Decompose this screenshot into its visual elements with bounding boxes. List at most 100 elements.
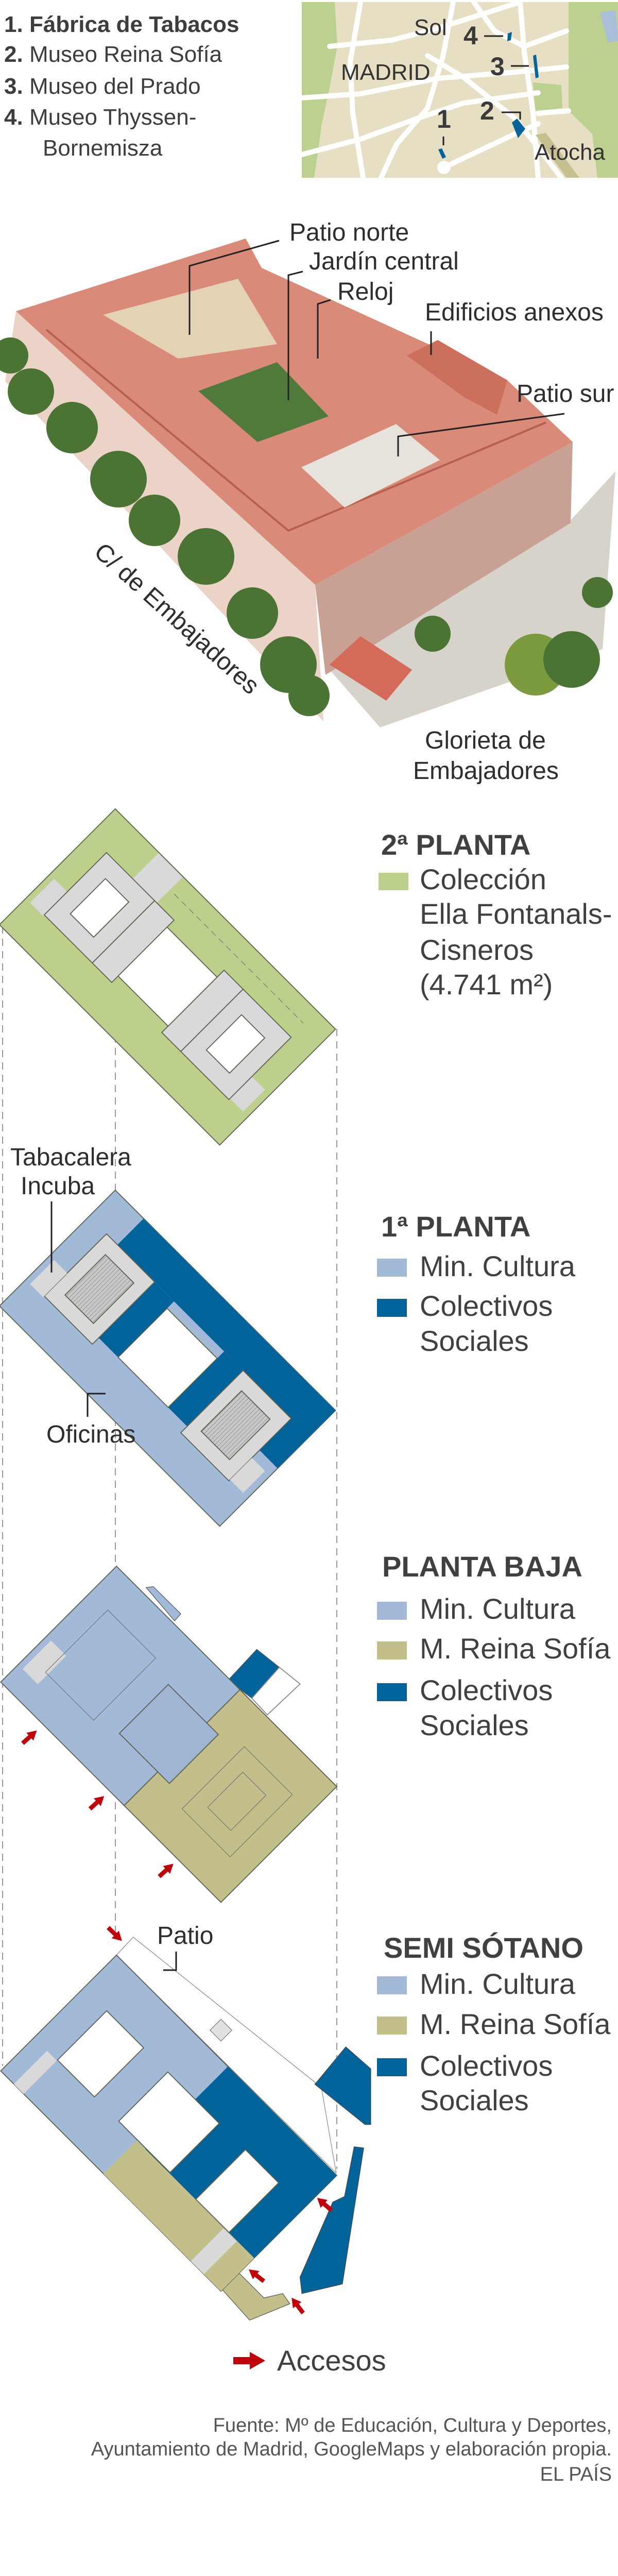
map-marker-4: 4 bbox=[464, 21, 478, 50]
floor-title-semisotano: SEMI SÓTANO bbox=[384, 1931, 583, 1964]
map-label-madrid: MADRID bbox=[341, 60, 431, 85]
locator-map: Sol MADRID Atocha 4 3 2 1 bbox=[299, 0, 618, 180]
access-arrow-icon bbox=[86, 1792, 108, 1813]
legend-min-cultura: Min. Cultura bbox=[420, 1592, 576, 1625]
annex-roofs bbox=[407, 340, 507, 415]
map-marker-2: 2 bbox=[480, 96, 494, 125]
swatch-colectivos bbox=[377, 2058, 407, 2076]
access-arrow-icon bbox=[233, 2352, 265, 2369]
label-patio-norte: Patio norte bbox=[289, 219, 409, 246]
floor-plan-segunda bbox=[0, 808, 336, 1146]
floor-plan-baja bbox=[0, 1565, 338, 1903]
legend-item-4: 4. Museo Thyssen- bbox=[4, 105, 196, 130]
footer-source-line2: Ayuntamiento de Madrid, GoogleMaps y ela… bbox=[91, 2438, 612, 2460]
leader-patio-sur bbox=[397, 413, 565, 456]
access-arrow-icon bbox=[156, 1859, 177, 1880]
footer-source-line1: Fuente: Mº de Educación, Cultura y Depor… bbox=[213, 2415, 612, 2436]
leader-jardin-central bbox=[287, 270, 303, 400]
legend-min-cultura: Min. Cultura bbox=[420, 1250, 576, 1282]
legend-colectivos-line2: Sociales bbox=[420, 1709, 529, 1741]
legend-colectivos: Colectivos bbox=[420, 1674, 553, 1706]
floor-title-baja: PLANTA BAJA bbox=[382, 1550, 582, 1583]
map-label-sol: Sol bbox=[414, 15, 447, 40]
legend-colectivos: Colectivos bbox=[420, 2049, 553, 2082]
legend-reina-sofia: M. Reina Sofía bbox=[420, 2008, 611, 2040]
accesos-legend: Accesos bbox=[233, 2344, 386, 2377]
museum-legend: 1. Fábrica de Tabacos 2. Museo Reina Sof… bbox=[4, 12, 239, 161]
legend-primera: 1ª PLANTA Min. Cultura Colectivos Social… bbox=[10, 1144, 576, 1448]
baja-annex-empty bbox=[251, 1666, 301, 1716]
legend-colectivos-line2: Sociales bbox=[420, 2084, 529, 2116]
swatch-min-cultura bbox=[377, 1976, 407, 1994]
marker-4-building bbox=[507, 32, 512, 41]
access-arrow-icon bbox=[19, 1726, 41, 1748]
map-park-small bbox=[533, 82, 562, 111]
label-tabacalera: Tabacalera bbox=[10, 1144, 131, 1171]
lower-building bbox=[330, 636, 412, 701]
marker-2-building bbox=[512, 118, 525, 138]
legend-item-2: 2. Museo Reina Sofía bbox=[4, 42, 222, 67]
label-glorieta-1: Glorieta de bbox=[425, 727, 546, 754]
map-pond bbox=[600, 10, 618, 42]
semi-annex-colectivos-1 bbox=[314, 2046, 371, 2125]
marker-2-leader bbox=[502, 111, 521, 120]
legend-item-3: 3. Museo del Prado bbox=[4, 74, 201, 99]
roof-ridge bbox=[45, 329, 546, 532]
map-marker-3: 3 bbox=[490, 52, 505, 81]
floor-title-primera: 1ª PLANTA bbox=[381, 1210, 530, 1243]
label-edificios-anexos: Edificios anexos bbox=[425, 299, 604, 326]
legend-segunda: 2ª PLANTA Colección Ella Fontanals- Cisn… bbox=[379, 828, 612, 1001]
legend-baja: PLANTA BAJA Min. Cultura M. Reina Sofía … bbox=[377, 1550, 611, 1741]
baja-bump bbox=[145, 1586, 181, 1622]
semi-patio-fountain bbox=[209, 2019, 233, 2042]
legend-colectivos: Colectivos bbox=[420, 1290, 553, 1322]
leader-patio bbox=[163, 1952, 177, 1971]
floor-plan-primera bbox=[0, 1189, 336, 1527]
legend-min-cultura: Min. Cultura bbox=[420, 1968, 576, 2000]
label-patio-sur: Patio sur bbox=[517, 380, 614, 408]
swatch-reina-sofia bbox=[377, 1641, 407, 1659]
access-arrow-icon bbox=[287, 2294, 307, 2316]
patio-sur-area bbox=[301, 424, 440, 507]
marker-3-building bbox=[533, 55, 539, 78]
legend-coleccion-area: (4.741 m²) bbox=[420, 968, 553, 1001]
jardin-central-garden bbox=[198, 362, 329, 442]
legend-item-1: 1. Fábrica de Tabacos bbox=[4, 12, 239, 37]
floor-plan-semisotano bbox=[0, 1954, 338, 2292]
floor-baja-drawing bbox=[0, 1565, 338, 1903]
swatch-min-cultura bbox=[377, 1259, 407, 1277]
leader-oficinas bbox=[87, 1393, 106, 1417]
legend-coleccion-line3: Cisneros bbox=[420, 934, 534, 966]
swatch-colectivos bbox=[377, 1683, 407, 1701]
swatch-reina-sofia bbox=[377, 2016, 407, 2035]
legend-item-4-cont: Bornemisza bbox=[43, 135, 163, 161]
legend-coleccion-line2: Ella Fontanals- bbox=[420, 897, 612, 930]
map-station-atocha bbox=[536, 133, 579, 178]
label-oficinas: Oficinas bbox=[46, 1421, 135, 1448]
swatch-min-cultura bbox=[377, 1602, 407, 1620]
legend-reina-sofia: M. Reina Sofía bbox=[420, 1632, 611, 1665]
floor-segunda-drawing bbox=[0, 808, 336, 1146]
facade-southeast bbox=[315, 442, 573, 675]
label-jardin-central: Jardín central bbox=[309, 248, 459, 275]
label-glorieta-2: Embajadores bbox=[413, 757, 559, 785]
swatch-coleccion bbox=[379, 873, 408, 890]
map-marker-1: 1 bbox=[437, 105, 451, 133]
aerial-view: Patio norte Jardín central Reloj Edifici… bbox=[0, 219, 615, 785]
floor-primera-drawing bbox=[0, 1189, 336, 1527]
footer: Fuente: Mº de Educación, Cultura y Depor… bbox=[91, 2415, 612, 2485]
legend-colectivos-line2: Sociales bbox=[420, 1325, 529, 1357]
semi-annex-colectivos-2 bbox=[299, 2146, 364, 2294]
legend-semisotano: SEMI SÓTANO Min. Cultura M. Reina Sofía … bbox=[157, 1922, 611, 2116]
access-arrow-icon bbox=[245, 2265, 267, 2285]
leader-patio-norte bbox=[188, 240, 280, 335]
leader-reloj bbox=[317, 299, 331, 359]
legend-accesos: Accesos bbox=[277, 2344, 386, 2377]
label-reloj: Reloj bbox=[337, 278, 393, 306]
trees bbox=[0, 337, 613, 716]
footer-brand: EL PAÍS bbox=[540, 2463, 612, 2485]
swatch-colectivos bbox=[377, 1299, 407, 1317]
map-park-retiro bbox=[569, 2, 618, 178]
infographic-canvas: 1. Fábrica de Tabacos 2. Museo Reina Sof… bbox=[0, 0, 618, 2485]
label-tabacalera-incuba: Incuba bbox=[21, 1173, 95, 1200]
